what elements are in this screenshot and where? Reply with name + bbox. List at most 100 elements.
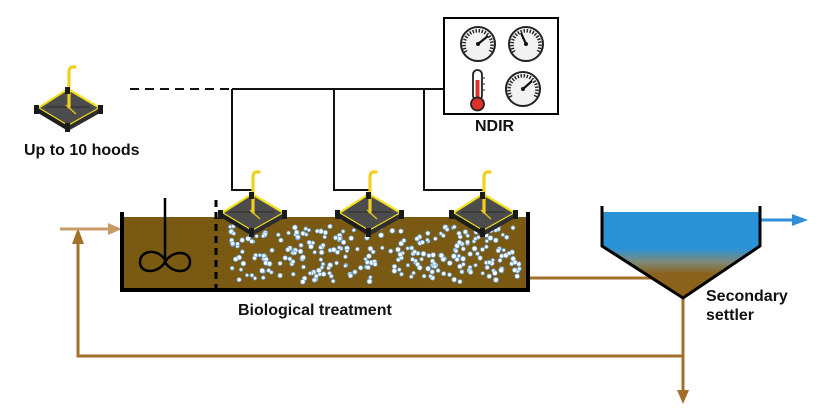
air-bubble: [456, 230, 462, 236]
air-bubble: [269, 270, 274, 275]
air-bubble: [467, 269, 474, 275]
air-bubble: [249, 273, 255, 278]
air-bubble: [380, 245, 385, 251]
air-bubble: [358, 265, 364, 271]
ndir-analyzer: [443, 17, 559, 115]
air-bubble: [397, 267, 402, 272]
air-bubble: [389, 227, 396, 234]
air-bubble: [441, 233, 446, 238]
air-bubble: [348, 235, 354, 241]
air-bubble: [355, 246, 360, 252]
air-bubble: [365, 264, 371, 271]
biological-tank: [120, 200, 530, 292]
air-bubble: [510, 255, 517, 262]
air-bubble: [313, 273, 319, 279]
mixer-icon: [138, 198, 192, 273]
air-bubble: [487, 235, 494, 241]
air-bubble: [235, 241, 240, 247]
air-bubble: [238, 267, 244, 272]
air-bubble: [239, 237, 245, 243]
air-bubble: [366, 278, 373, 285]
air-bubble: [320, 261, 326, 267]
air-bubble: [409, 245, 415, 251]
air-bubble: [495, 248, 501, 254]
air-bubble: [447, 272, 452, 278]
air-bubble: [333, 235, 339, 241]
air-bubble: [462, 229, 468, 235]
air-bubble: [231, 231, 236, 236]
air-bubble: [405, 246, 410, 251]
air-bubble: [337, 236, 343, 241]
air-bubble: [510, 225, 516, 231]
air-bubble: [475, 251, 480, 256]
air-bubble: [499, 253, 505, 259]
air-bubble: [409, 274, 414, 279]
air-bubble: [480, 247, 485, 252]
air-bubble: [421, 273, 427, 279]
air-bubble: [432, 264, 438, 269]
air-bubble: [287, 256, 293, 262]
air-bubble: [391, 268, 398, 274]
air-bubble: [517, 266, 522, 272]
air-bubble: [493, 277, 499, 283]
air-bubble: [240, 260, 247, 267]
air-bubble: [331, 278, 336, 284]
air-bubble: [367, 245, 374, 252]
air-bubble: [426, 253, 432, 259]
air-bubble: [480, 271, 485, 276]
air-bubble: [378, 232, 384, 239]
air-bubble: [292, 250, 298, 256]
settler-label-line1: Secondary: [706, 288, 788, 305]
air-bubble: [318, 257, 324, 262]
air-bubble: [292, 224, 298, 231]
air-bubble: [318, 249, 325, 256]
air-bubble: [261, 275, 266, 280]
air-bubble: [293, 229, 300, 236]
air-bubble: [310, 240, 316, 245]
air-bubble: [452, 224, 457, 230]
air-bubble: [364, 259, 370, 265]
air-bubble: [277, 260, 283, 266]
air-bubble: [300, 254, 306, 261]
air-bubble: [291, 271, 296, 277]
air-bubble: [410, 257, 415, 262]
air-bubble: [459, 269, 465, 275]
air-bubble: [444, 227, 450, 232]
air-bubble: [453, 248, 459, 254]
air-bubble: [249, 238, 255, 244]
analyzer-label: NDIR: [475, 118, 515, 135]
air-bubble: [456, 239, 463, 246]
air-bubble: [457, 279, 463, 285]
air-bubble: [311, 277, 317, 283]
air-bubble: [473, 263, 478, 268]
air-bubble: [465, 239, 470, 245]
air-bubble: [326, 265, 331, 271]
air-bubble: [512, 267, 518, 273]
air-bubble: [327, 223, 333, 229]
air-bubble: [476, 235, 481, 240]
air-bubble: [319, 265, 325, 270]
air-bubble: [276, 232, 281, 237]
air-bubble: [486, 260, 492, 265]
pressure-gauge-icon: [505, 71, 541, 107]
air-bubble: [484, 239, 489, 244]
air-bubble: [428, 274, 433, 279]
air-bubble: [497, 258, 503, 263]
air-bubble: [340, 239, 347, 245]
recycle-pipe: [72, 228, 685, 358]
gas-lines: [130, 88, 484, 191]
air-bubble: [395, 246, 401, 253]
air-bubble: [397, 251, 404, 258]
air-bubble: [240, 249, 245, 254]
air-bubble: [232, 256, 239, 262]
air-bubble: [285, 247, 291, 253]
air-bubble: [454, 256, 460, 263]
air-bubble: [340, 229, 346, 234]
air-bubble: [229, 265, 235, 271]
air-bubble: [501, 248, 506, 253]
air-bubble: [411, 270, 416, 276]
air-bubble: [457, 263, 463, 270]
air-bubble: [266, 260, 273, 267]
flux-hood-icon: [32, 65, 105, 134]
